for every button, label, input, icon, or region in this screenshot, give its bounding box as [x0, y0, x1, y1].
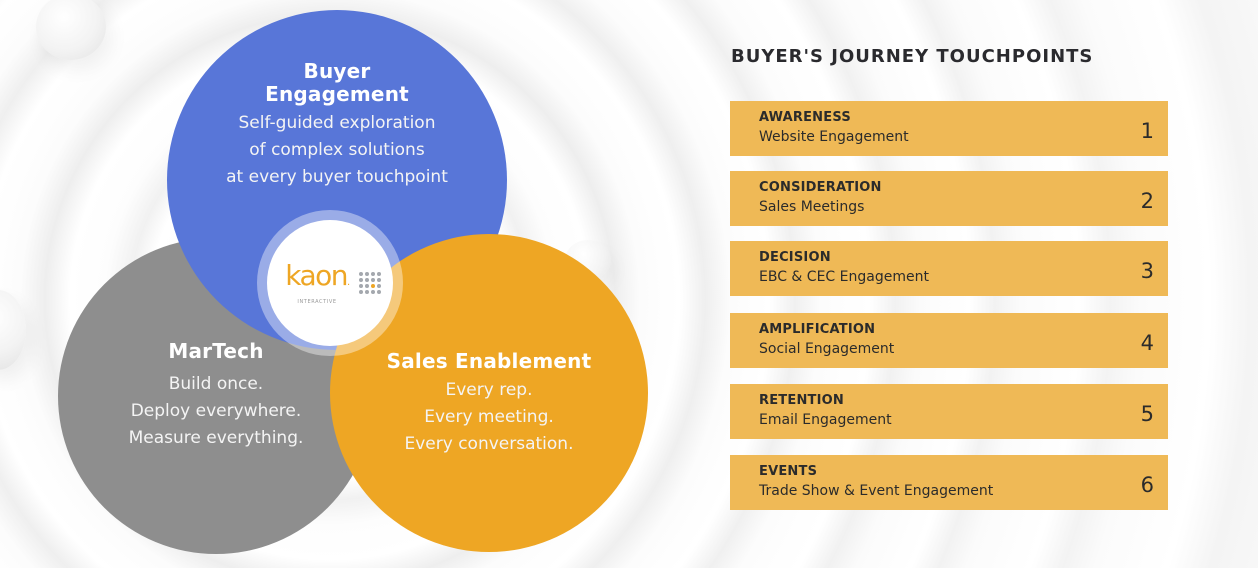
touchpoint-description: Website Engagement	[759, 129, 909, 145]
kaon-logo: kaon. INTERACTIVE	[267, 220, 393, 346]
touchpoint-row: EVENTS Trade Show & Event Engagement 6	[730, 455, 1168, 510]
dot-grid-icon	[358, 272, 381, 294]
martech-title: MarTech	[168, 340, 263, 363]
logo-subtitle: INTERACTIVE	[297, 298, 337, 305]
sales-enablement-body-line: Every conversation.	[404, 434, 574, 454]
touchpoint-stage: CONSIDERATION	[759, 180, 882, 195]
buyer-engagement-body-line: at every buyer touchpoint	[226, 167, 448, 187]
buyer-engagement-body-line: Self-guided exploration	[238, 113, 436, 133]
logo-dot: .	[347, 276, 350, 288]
logo-word-text: kaon	[285, 258, 348, 292]
touchpoint-description: Email Engagement	[759, 412, 892, 428]
martech-body-line: Deploy everywhere.	[130, 401, 302, 421]
touchpoint-number: 1	[1140, 119, 1154, 143]
touchpoint-stage: RETENTION	[759, 393, 844, 408]
buyer-engagement-title: Buyer Engagement	[265, 60, 409, 106]
touchpoint-description: EBC & CEC Engagement	[759, 269, 929, 285]
buyer-engagement-title-line: Buyer	[303, 59, 371, 83]
buyer-engagement-body: Self-guided exploration of complex solut…	[226, 110, 448, 191]
sales-enablement-body: Every rep. Every meeting. Every conversa…	[405, 377, 574, 458]
sales-enablement-body-line: Every rep.	[445, 380, 533, 400]
sales-enablement-body-line: Every meeting.	[424, 407, 554, 427]
martech-body: Build once. Deploy everywhere. Measure e…	[129, 371, 304, 452]
buyer-engagement-body-line: of complex solutions	[249, 140, 425, 160]
touchpoints-panel: BUYER'S JOURNEY TOUCHPOINTS AWARENESS We…	[730, 46, 1170, 510]
martech-body-line: Build once.	[168, 374, 264, 394]
touchpoint-stage: AMPLIFICATION	[759, 322, 876, 337]
buyer-engagement-title-line: Engagement	[265, 82, 409, 106]
touchpoint-row: AMPLIFICATION Social Engagement 4	[730, 313, 1168, 368]
touchpoint-row: CONSIDERATION Sales Meetings 2	[730, 171, 1168, 226]
touchpoint-description: Sales Meetings	[759, 199, 865, 215]
panel-title: BUYER'S JOURNEY TOUCHPOINTS	[731, 46, 1094, 67]
touchpoint-row: AWARENESS Website Engagement 1	[730, 101, 1168, 156]
touchpoint-number: 5	[1140, 402, 1154, 426]
touchpoint-number: 3	[1140, 259, 1154, 283]
touchpoint-number: 6	[1140, 473, 1154, 497]
decorative-sphere	[36, 0, 106, 60]
martech-title-line: MarTech	[168, 339, 264, 363]
touchpoint-row: DECISION EBC & CEC Engagement 3	[730, 241, 1168, 296]
touchpoint-stage: EVENTS	[759, 464, 818, 479]
touchpoint-number: 2	[1140, 189, 1154, 213]
touchpoint-description: Social Engagement	[759, 341, 895, 357]
sales-enablement-title: Sales Enablement	[387, 350, 592, 373]
touchpoint-stage: AWARENESS	[759, 110, 851, 125]
sales-enablement-title-line: Sales Enablement	[386, 349, 592, 373]
touchpoint-number: 4	[1140, 331, 1154, 355]
touchpoint-description: Trade Show & Event Engagement	[759, 483, 994, 499]
touchpoint-stage: DECISION	[759, 250, 831, 265]
martech-body-line: Measure everything.	[128, 428, 304, 448]
logo-lockup: kaon. INTERACTIVE	[285, 258, 381, 305]
logo-word: kaon.	[285, 258, 350, 297]
logo-wordmark: kaon. INTERACTIVE	[285, 258, 350, 305]
touchpoint-row: RETENTION Email Engagement 5	[730, 384, 1168, 439]
